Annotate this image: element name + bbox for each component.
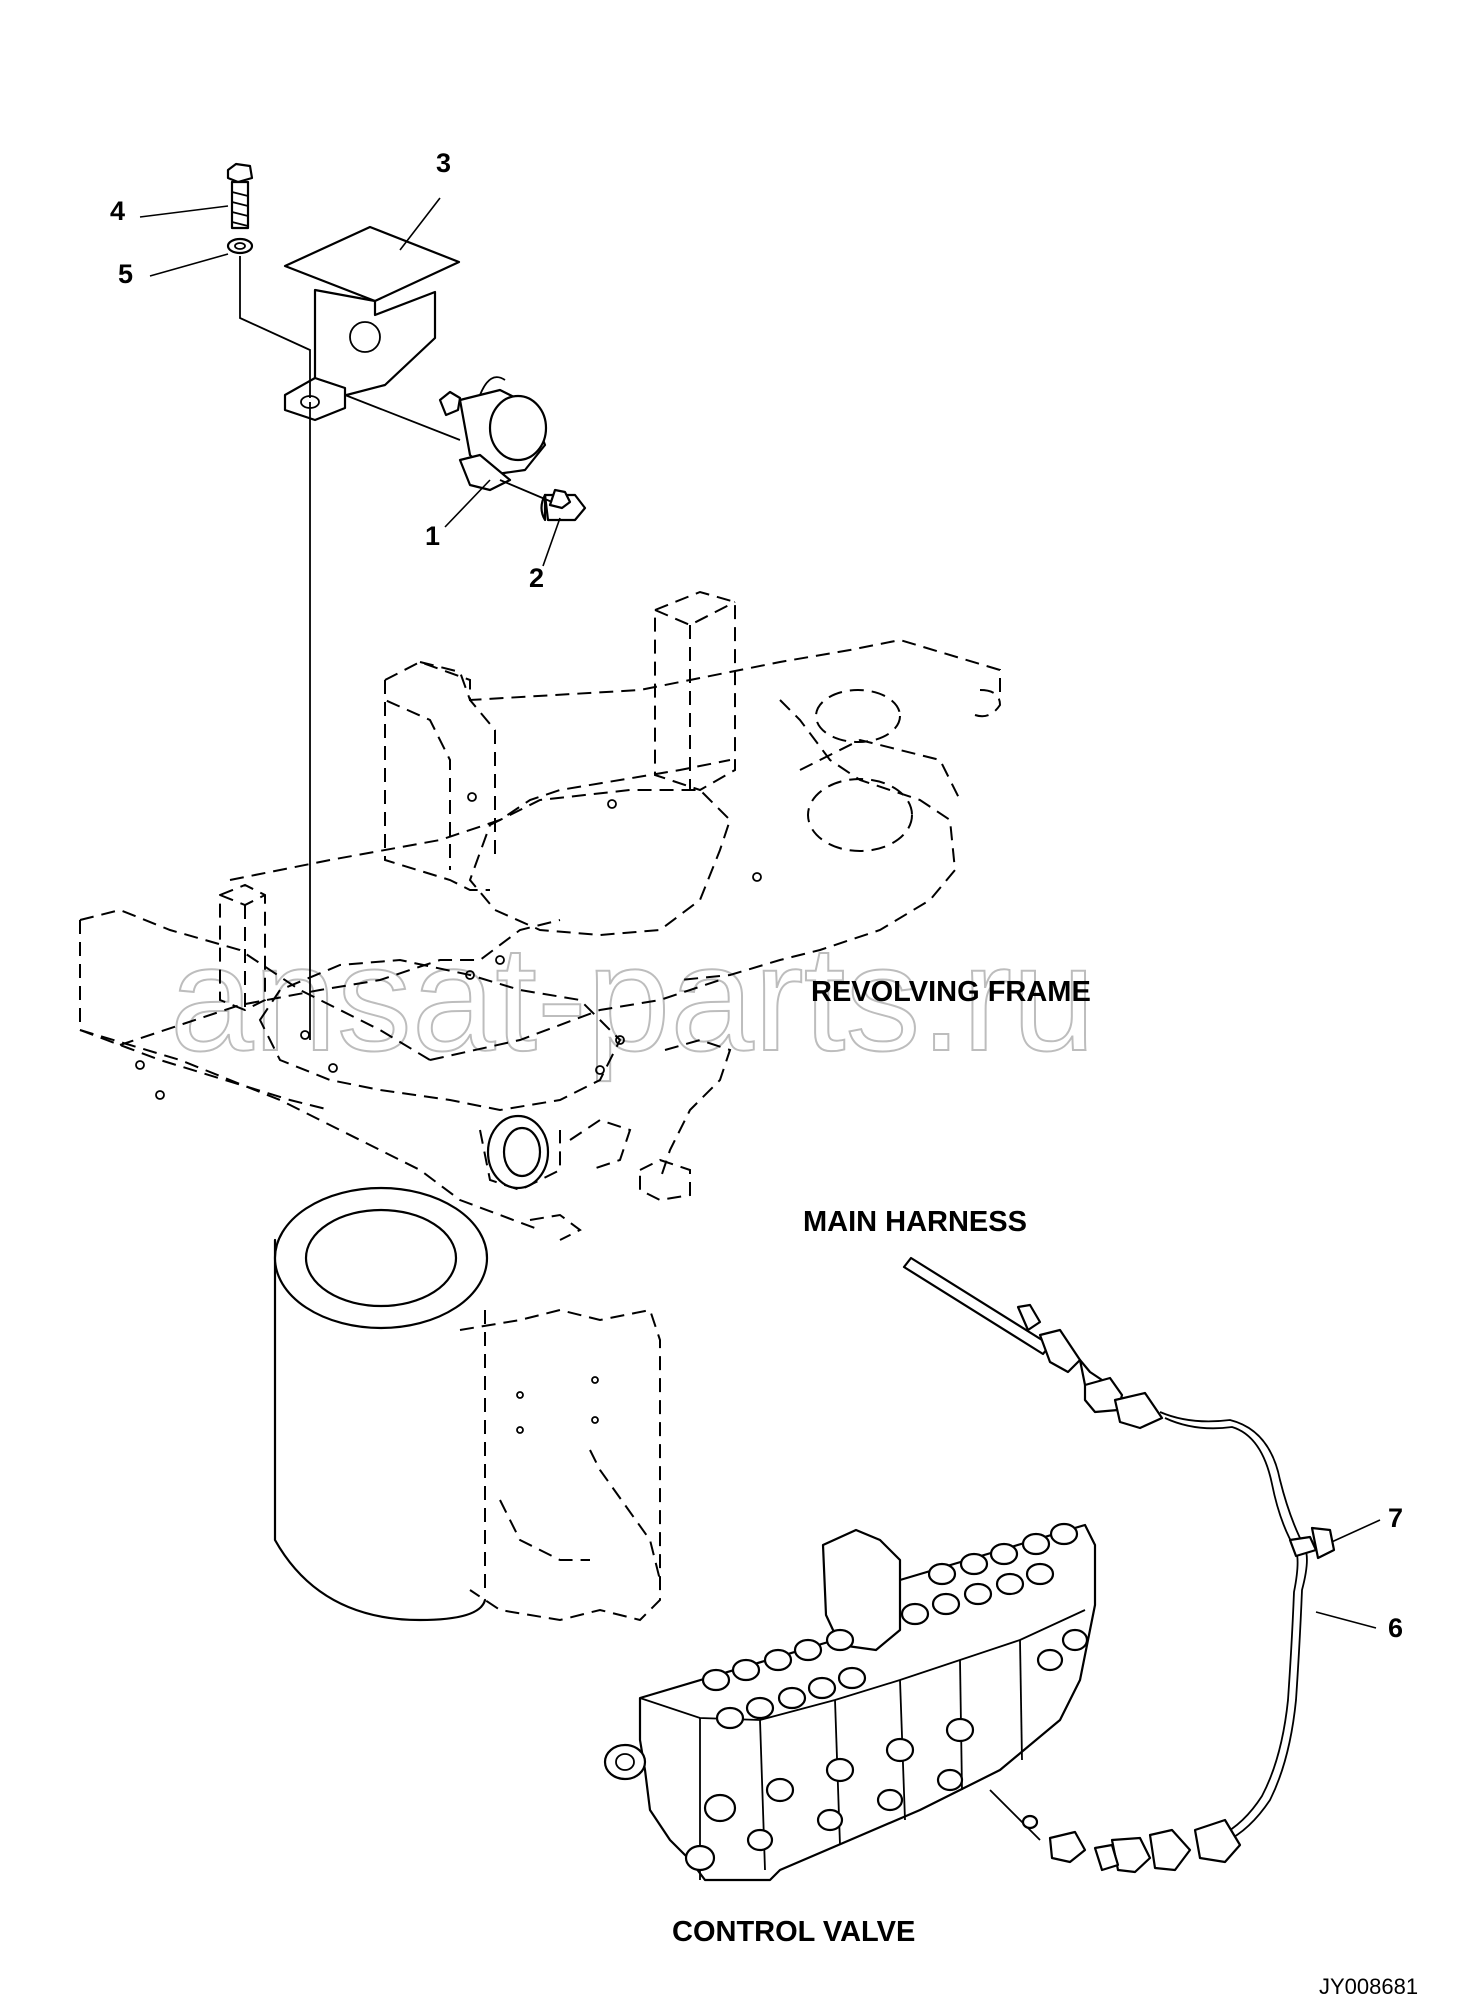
revolving-frame-drawing: [79, 590, 1002, 1622]
harness-drawing: [902, 1256, 1336, 1874]
bracket-assembly: [226, 162, 587, 1040]
revolving-frame-label: REVOLVING FRAME: [811, 976, 1091, 1008]
control-valve-label: CONTROL VALVE: [672, 1916, 915, 1948]
watermark: ansat-parts.ru: [170, 914, 1095, 1082]
callout-1: 1: [425, 521, 440, 551]
callout-3: 3: [436, 148, 451, 178]
document-id: JY008681: [1319, 1974, 1418, 1999]
callout-2: 2: [529, 563, 544, 593]
control-valve-drawing: [603, 1522, 1097, 1882]
callout-4: 4: [110, 196, 125, 226]
callout-5: 5: [118, 259, 133, 289]
callout-7: 7: [1388, 1503, 1403, 1533]
leader-lines: [139, 197, 1381, 1629]
main-harness-label: MAIN HARNESS: [803, 1206, 1027, 1238]
callout-6: 6: [1388, 1613, 1403, 1643]
